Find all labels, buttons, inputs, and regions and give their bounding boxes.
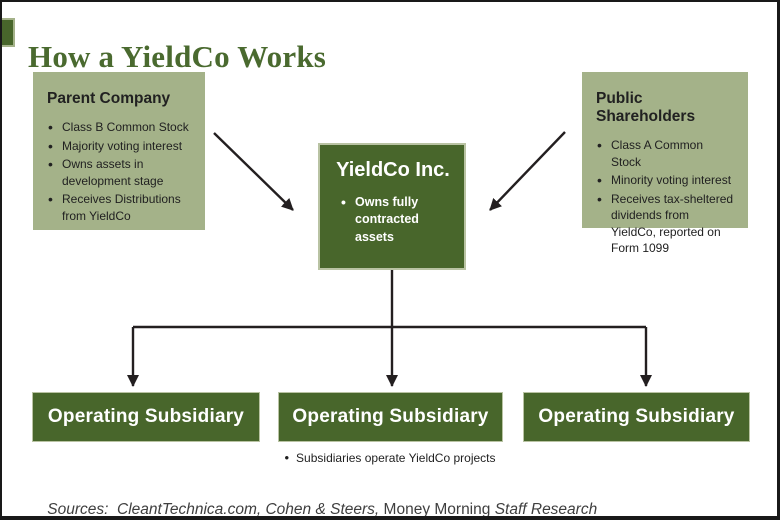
public-shareholders-title: Public Shareholders: [596, 90, 696, 125]
yieldco-inc-box: YieldCo Inc. Owns fully contracted asset…: [318, 143, 466, 270]
bullet-item: Receives Distributions from YieldCo: [47, 190, 193, 224]
operating-subsidiary-box-2: Operating Subsidiary: [278, 392, 503, 442]
sources-brand: Money Morning: [379, 501, 495, 518]
subsidiaries-note-text: Subsidiaries operate YieldCo projects: [296, 451, 496, 465]
arrow-shareholders-to-yieldco: [489, 131, 566, 211]
bullet-text: Class A Common Stock: [611, 138, 704, 169]
yieldco-inc-title: YieldCo Inc.: [336, 159, 450, 181]
bullet-dot: •: [284, 450, 290, 465]
page-title: How a YieldCo Works: [28, 38, 327, 74]
bullet-item: Owns fully contracted assets: [340, 193, 454, 246]
bullet-text: Owns fully contracted assets: [355, 195, 419, 244]
bullet-text: Majority voting interest: [62, 138, 183, 153]
operating-subsidiary-box-1: Operating Subsidiary: [32, 392, 260, 442]
parent-company-bullet-list: Class B Common Stock Majority voting int…: [47, 118, 193, 224]
sources-line: Sources: CleantTechnica.com, Cohen & Ste…: [30, 483, 598, 518]
title-accent-square: [2, 18, 15, 47]
sources-italic-lead: Sources: CleantTechnica.com, Cohen & Ste…: [47, 501, 380, 518]
yieldco-bullet-list: Owns fully contracted assets: [332, 193, 454, 246]
operating-subsidiary-label: Operating Subsidiary: [292, 406, 489, 427]
parent-company-title: Parent Company: [47, 90, 171, 107]
bullet-text: Receives Distributions from YieldCo: [62, 192, 181, 223]
bullet-text: Class B Common Stock: [62, 120, 189, 134]
bullet-item: Minority voting interest: [596, 171, 736, 190]
bullet-text: Receives tax-sheltered dividends from Yi…: [611, 191, 734, 256]
bullet-item: Class A Common Stock: [596, 136, 736, 170]
bullet-item: Receives tax-sheltered dividends from Yi…: [596, 190, 736, 257]
bullet-item: Owns assets in development stage: [47, 155, 193, 189]
sources-italic-tail: Staff Research: [494, 501, 598, 518]
parent-company-box: Parent Company Class B Common Stock Majo…: [33, 72, 205, 230]
operating-subsidiary-label: Operating Subsidiary: [538, 406, 735, 427]
public-shareholders-box: Public Shareholders Class A Common Stock…: [582, 72, 748, 255]
bullet-item: Majority voting interest: [47, 137, 193, 156]
operating-subsidiary-label: Operating Subsidiary: [47, 406, 245, 427]
subsidiaries-note: • Subsidiaries operate YieldCo projects: [2, 450, 777, 465]
bullet-text: Minority voting interest: [611, 173, 732, 188]
arrow-parent-to-yieldco: [213, 132, 294, 211]
public-shareholders-bullet-list: Class A Common Stock Minority voting int…: [596, 136, 736, 257]
bullet-item: Class B Common Stock: [47, 118, 193, 137]
operating-subsidiary-box-3: Operating Subsidiary: [523, 392, 750, 442]
bullet-text: Owns assets in development stage: [62, 157, 164, 188]
